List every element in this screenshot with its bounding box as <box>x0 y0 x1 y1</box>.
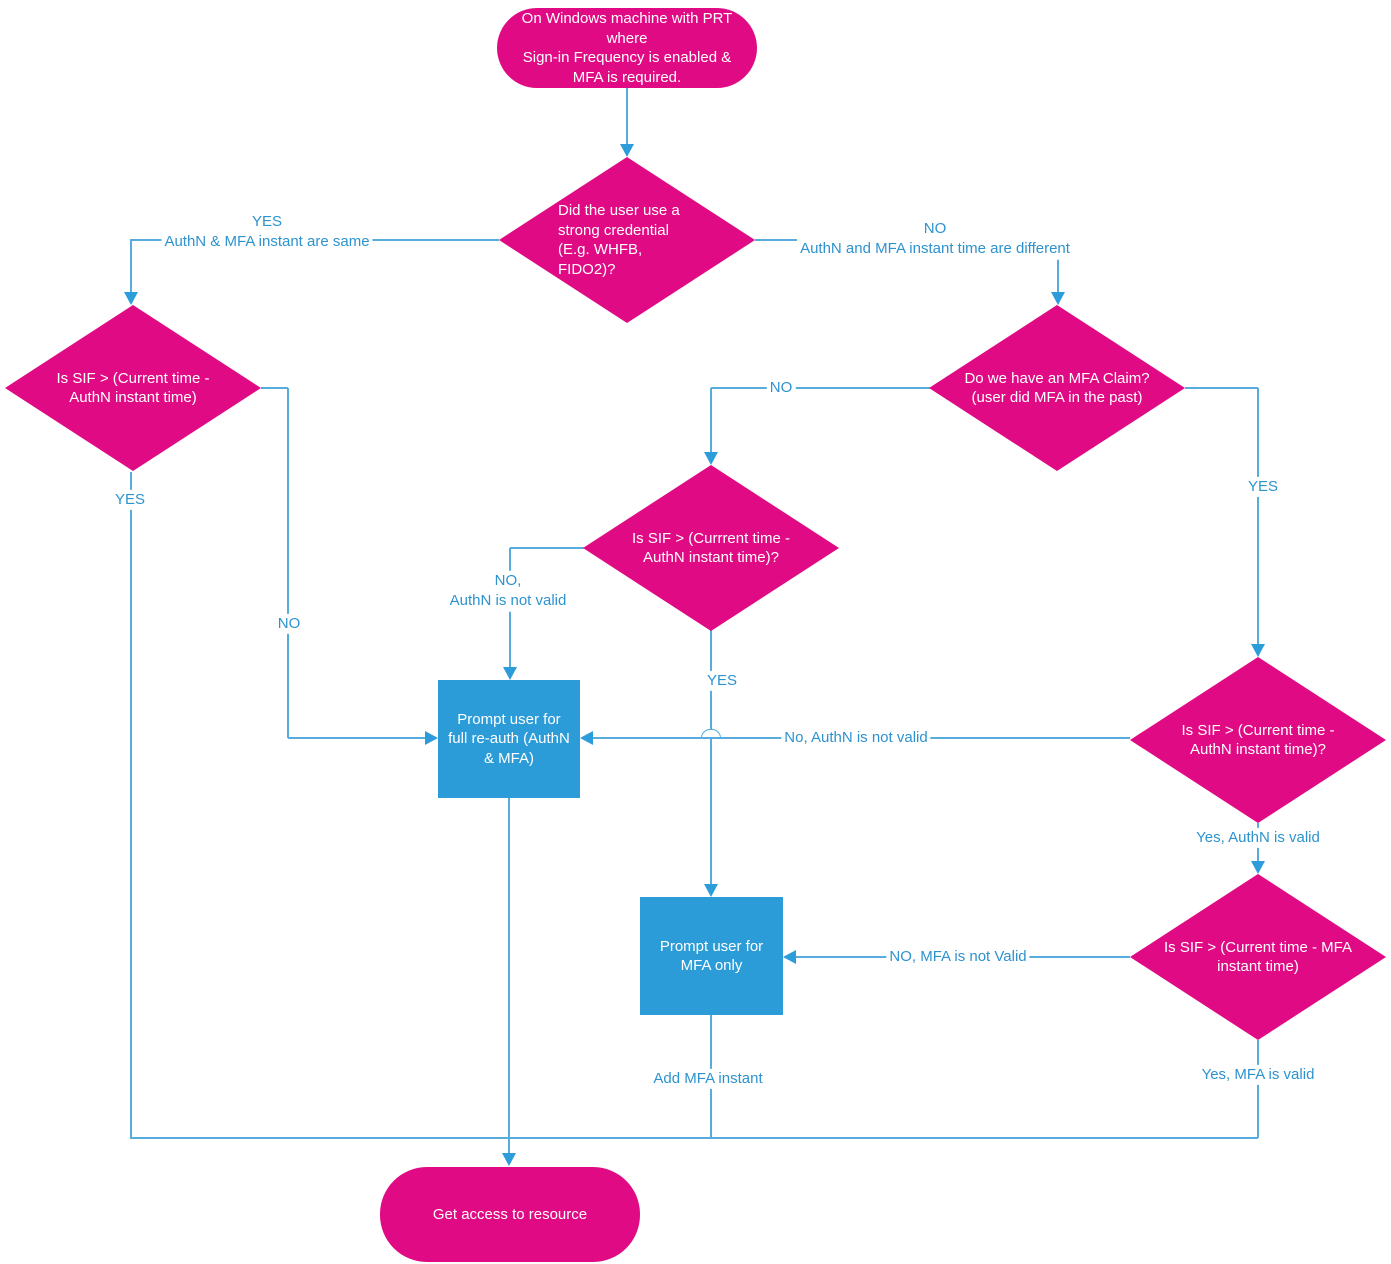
edge-sifmid-no-horizontal <box>510 547 584 549</box>
label-add-mfa-instant: Add MFA instant <box>650 1068 766 1090</box>
label-claim-no: NO <box>766 377 796 399</box>
arrowhead-into-sif-mfa <box>1251 861 1265 874</box>
arrowhead-into-sif-authn <box>1251 644 1265 657</box>
arrowhead-into-reauth-left <box>425 731 438 745</box>
arrowhead-into-mfaonly-top <box>704 884 718 897</box>
edge-sifmid-yes-v2 <box>710 739 712 884</box>
edge-start-to-credential <box>626 88 628 145</box>
label-authn-valid: Yes, AuthN is valid <box>1193 827 1323 849</box>
edge-credential-no-vertical <box>1057 240 1059 293</box>
arrowhead-into-credential <box>620 144 634 157</box>
edge-claim-yes-vertical <box>1257 388 1259 644</box>
arrowhead-into-get-access <box>502 1153 516 1166</box>
node-decision-sif-mfa: Is SIF > (Current time - MFA instant tim… <box>1130 874 1386 1040</box>
label-claim-yes: YES <box>1244 476 1282 498</box>
label-mid-no: NO, AuthN is not valid <box>446 570 570 612</box>
node-decision-mfa-claim: Do we have an MFA Claim? (user did MFA i… <box>929 305 1185 471</box>
node-end-terminator: Get access to resource <box>380 1167 640 1262</box>
node-mfa-only-text: Prompt user for MFA only <box>659 937 764 975</box>
node-decision-sif-mid: Is SIF > (Currrent time - AuthN instant … <box>583 465 839 631</box>
arrowhead-into-sif-mid <box>704 452 718 465</box>
label-mid-yes: YES <box>703 670 741 692</box>
node-decision-strong-credential: Did the user use a strong credential (E.… <box>499 157 755 323</box>
node-decision-sif-authn: Is SIF > (Current time - AuthN instant t… <box>1130 657 1386 823</box>
edge-claim-no-horizontal <box>711 387 930 389</box>
node-full-reauth-text: Prompt user for full re-auth (AuthN & MF… <box>448 710 570 767</box>
arrowhead-into-mfaonly-right <box>783 950 796 964</box>
label-yes-same: YES AuthN & MFA instant are same <box>161 211 373 253</box>
edge-collector-horizontal <box>130 1137 1258 1139</box>
edge-sifleft-no-h1 <box>261 387 288 389</box>
node-sif-left-text: Is SIF > (Current time - AuthN instant t… <box>56 369 210 407</box>
edge-sifmfa-yes-vertical <box>1257 1040 1259 1138</box>
node-get-access-text: Get access to resource <box>432 1205 588 1223</box>
arrowhead-into-reauth-top <box>503 667 517 680</box>
label-left-yes: YES <box>111 489 149 511</box>
arrowhead-into-mfa-claim <box>1051 292 1065 305</box>
edge-sifleft-no-vertical <box>287 388 289 738</box>
node-sif-authn-text: Is SIF > (Current time - AuthN instant t… <box>1181 721 1335 759</box>
node-decision-sif-left: Is SIF > (Current time - AuthN instant t… <box>5 305 261 471</box>
edge-claim-no-vertical <box>710 388 712 452</box>
node-start-text: On Windows machine with PRT where Sign-i… <box>521 10 733 86</box>
label-left-no: NO <box>274 613 304 635</box>
arrowhead-into-sif-left <box>124 292 138 305</box>
node-mfa-claim-text: Do we have an MFA Claim? (user did MFA i… <box>964 369 1150 407</box>
node-strong-credential-text: Did the user use a strong credential (E.… <box>558 202 680 278</box>
edge-sifleft-no-h2 <box>288 737 425 739</box>
node-start-terminator: On Windows machine with PRT where Sign-i… <box>497 8 757 88</box>
label-no-different: NO AuthN and MFA instant time are differ… <box>797 218 1073 260</box>
label-authn-not-valid: No, AuthN is not valid <box>781 727 931 749</box>
node-process-mfa-only: Prompt user for MFA only <box>640 897 783 1015</box>
node-process-full-reauth: Prompt user for full re-auth (AuthN & MF… <box>438 680 580 798</box>
arrowhead-into-reauth-right <box>580 731 593 745</box>
node-sif-mfa-text: Is SIF > (Current time - MFA instant tim… <box>1164 938 1352 976</box>
label-mfa-valid: Yes, MFA is valid <box>1198 1064 1318 1086</box>
edge-claim-yes-horizontal <box>1185 387 1258 389</box>
edge-credential-yes-vertical <box>130 240 132 293</box>
node-sif-mid-text: Is SIF > (Currrent time - AuthN instant … <box>632 529 790 567</box>
edge-sifleft-yes-vertical <box>130 472 132 1138</box>
label-mfa-not-valid: NO, MFA is not Valid <box>886 946 1030 968</box>
edge-reauth-to-access-vertical <box>508 798 510 1153</box>
